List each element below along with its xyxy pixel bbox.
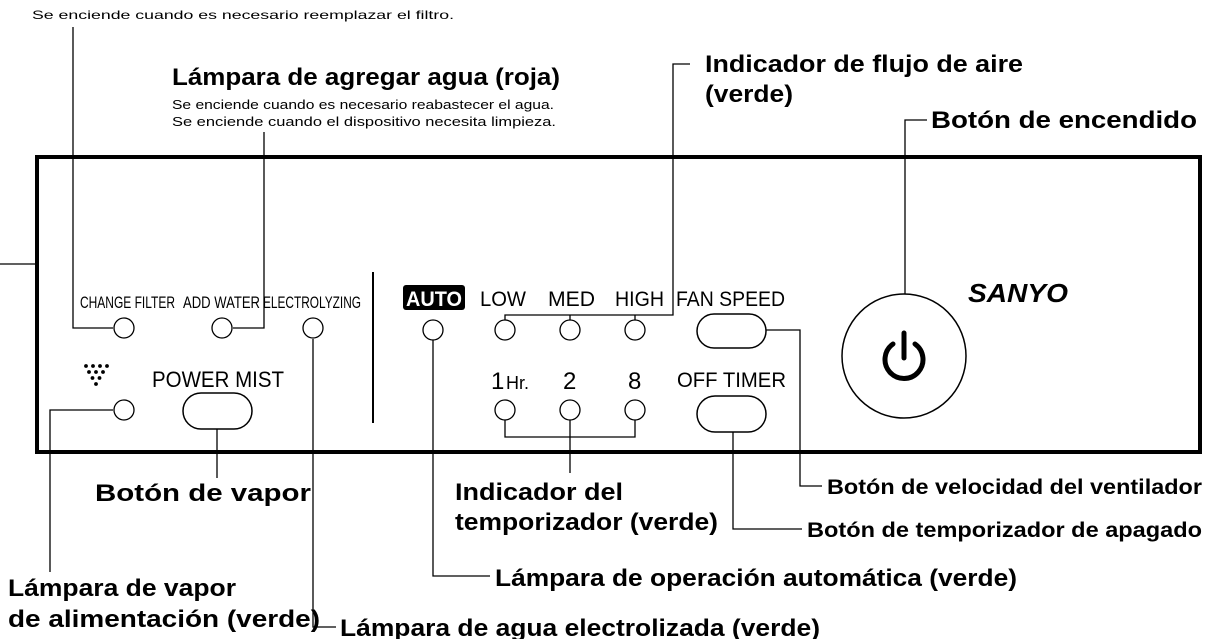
leader-add-water bbox=[233, 132, 265, 329]
change-filter-note: Se enciende cuando es necesario reemplaz… bbox=[32, 8, 454, 22]
power-button-callout: Botón de encendido bbox=[931, 107, 1197, 134]
power-mist-lamp-callout-2: de alimentación (verde) bbox=[8, 606, 320, 633]
low-label: LOW bbox=[480, 288, 526, 311]
timer-indicator-callout-1: Indicador del bbox=[455, 479, 623, 506]
timer-1hr-led bbox=[494, 399, 516, 421]
power-mist-button[interactable] bbox=[182, 392, 253, 430]
off-timer-label: OFF TIMER bbox=[677, 369, 786, 392]
mist-dots-icon bbox=[84, 364, 109, 386]
leader-off-timer bbox=[732, 432, 802, 530]
high-label: HIGH bbox=[615, 288, 664, 311]
power-mist-label: POWER MIST bbox=[152, 367, 284, 392]
add-water-label: ADD WATER bbox=[183, 293, 260, 312]
off-timer-button[interactable] bbox=[696, 395, 767, 433]
low-led bbox=[494, 319, 516, 341]
timer-1-label: 1 bbox=[491, 368, 504, 395]
leader-power-mist-lamp bbox=[49, 409, 113, 572]
mist-button-callout: Botón de vapor bbox=[95, 480, 311, 507]
high-led bbox=[624, 319, 646, 341]
leader-change-filter bbox=[72, 27, 113, 329]
leader-auto-lamp bbox=[432, 340, 490, 577]
power-mist-led bbox=[113, 399, 135, 421]
add-water-note-1: Se enciende cuando es necesario reabaste… bbox=[172, 97, 554, 112]
airflow-title-1: Indicador de flujo de aire bbox=[705, 51, 1023, 78]
leader-power-button bbox=[904, 119, 927, 306]
auto-led bbox=[422, 319, 444, 341]
control-panel bbox=[35, 155, 1202, 454]
timer-indicator-callout-2: temporizador (verde) bbox=[455, 509, 718, 536]
change-filter-led bbox=[113, 317, 135, 339]
change-filter-label: CHANGE FILTER bbox=[80, 293, 175, 312]
fan-speed-button[interactable] bbox=[696, 313, 767, 349]
auto-lamp-callout: Lámpara de operación automática (verde) bbox=[495, 565, 1017, 592]
power-mist-lamp-callout-1: Lámpara de vapor bbox=[8, 575, 236, 602]
power-icon bbox=[882, 330, 926, 381]
leader-airflow bbox=[504, 63, 690, 326]
leader-electrolyzed-lamp bbox=[312, 339, 336, 628]
timer-hr-label: Hr. bbox=[506, 373, 529, 393]
add-water-led bbox=[211, 317, 233, 339]
timer-8-label: 8 bbox=[628, 368, 641, 395]
off-timer-callout: Botón de temporizador de apagado bbox=[807, 519, 1202, 542]
med-led bbox=[559, 319, 581, 341]
add-water-title: Lámpara de agregar agua (roja) bbox=[172, 64, 560, 91]
timer-2hr-led bbox=[559, 399, 581, 421]
timer-2-label: 2 bbox=[563, 368, 576, 395]
electrolyzing-led bbox=[302, 317, 324, 339]
electrolyzed-lamp-callout: Lámpara de agua electrolizada (verde) bbox=[340, 615, 820, 639]
add-water-note-2: Se enciende cuando el dispositivo necesi… bbox=[172, 114, 556, 129]
fan-speed-label: FAN SPEED bbox=[676, 288, 785, 311]
auto-label: AUTO bbox=[406, 288, 462, 311]
timer-8hr-led bbox=[624, 399, 646, 421]
airflow-title-2: (verde) bbox=[705, 81, 793, 108]
electrolyzing-label: ELECTROLYZING bbox=[263, 293, 361, 312]
auto-badge bbox=[403, 285, 465, 310]
med-label: MED bbox=[548, 288, 595, 311]
fan-speed-callout: Botón de velocidad del ventilador bbox=[827, 476, 1202, 499]
brand-logo: SANYO bbox=[968, 278, 1068, 308]
leader-fan-speed bbox=[766, 329, 822, 487]
